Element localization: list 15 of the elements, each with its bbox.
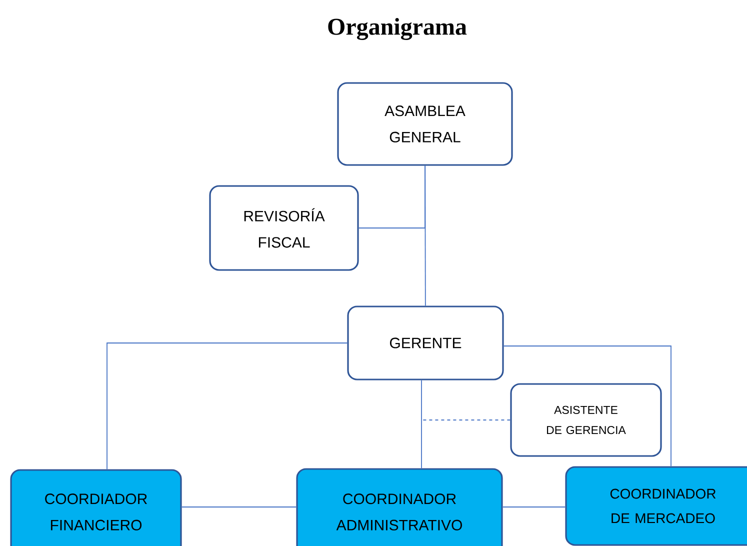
connector-line	[181, 506, 297, 508]
coordinator-box: COORDIADOR FINANCIERO	[10, 469, 182, 546]
connector-line	[358, 165, 426, 228]
org-box: ASISTENTE DE GERENCIA	[510, 383, 662, 457]
org-box: ASAMBLEA GENERAL	[337, 82, 513, 166]
connector-line	[106, 342, 348, 470]
connector-line	[422, 419, 510, 421]
coordinator-box: COORDINADOR ADMINISTRATIVO	[296, 468, 503, 546]
title: Organigrama	[328, 18, 467, 40]
org-box: GERENTE	[347, 306, 504, 380]
coordinator-box: COORDINADOR DE MERCADEO	[565, 466, 747, 546]
org-box: REVISORÍA FISCAL	[209, 185, 359, 271]
connector-line	[503, 346, 672, 467]
connector-line	[502, 506, 566, 508]
connector-line	[421, 380, 422, 469]
